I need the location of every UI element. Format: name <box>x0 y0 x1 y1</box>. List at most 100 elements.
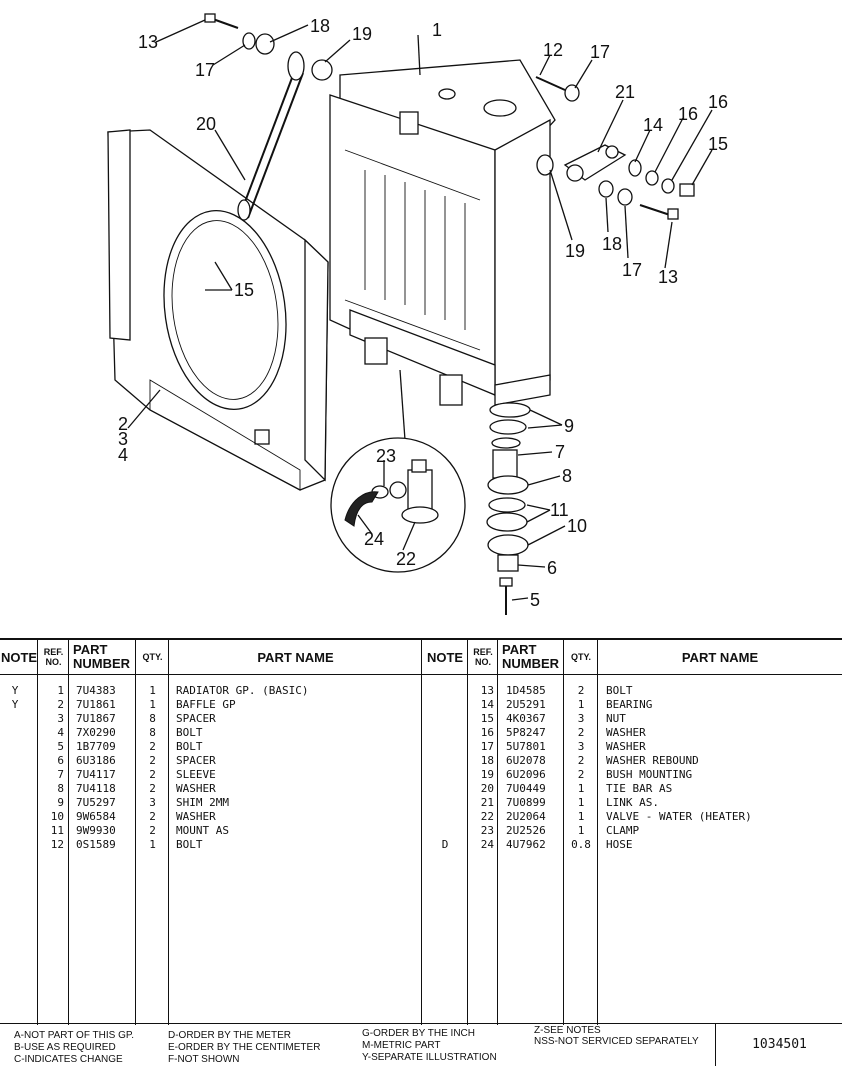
cell-qty: 1 <box>577 796 585 809</box>
top-left-hardware <box>204 13 333 81</box>
cell-part: 7U0899 <box>506 796 546 809</box>
cell-ref: 3 <box>57 712 64 725</box>
callout-14: 14 <box>643 115 663 135</box>
mount-stack <box>486 402 531 615</box>
cell-ref: 24 <box>480 838 494 851</box>
cell-name: WASHER <box>606 740 646 753</box>
callout-11: 11 <box>550 500 569 520</box>
table-header: NOTE REF. NO. PART NUMBER QTY. PART NAME… <box>0 640 842 675</box>
cell-qty: 2 <box>149 740 156 753</box>
cell-part: 7U4118 <box>76 782 116 795</box>
cell-name: SHIM 2MM <box>176 796 229 809</box>
cell-part: 7U1867 <box>76 712 116 725</box>
cell-name: LINK AS. <box>606 796 659 809</box>
cell-part: 2U2064 <box>506 810 546 823</box>
callout-13-top: 13 <box>138 32 158 52</box>
cell-ref: 23 <box>480 824 494 837</box>
header-ref-no: REF. NO. <box>43 647 64 667</box>
cell-part: 7U0449 <box>506 782 546 795</box>
cell-ref: 21 <box>480 796 494 809</box>
cell-part: 7U5297 <box>76 796 116 809</box>
cell-part: 2U2526 <box>506 824 546 837</box>
cell-qty: 8 <box>149 726 156 739</box>
cell-qty: 3 <box>577 712 585 725</box>
cell-name: BOLT <box>176 740 203 753</box>
header-part-number: PART NUMBER <box>73 642 131 671</box>
cell-qty: 1 <box>149 684 156 697</box>
cell-ref: 22 <box>480 810 494 823</box>
cell-part: 5U7801 <box>506 740 546 753</box>
header-qty: QTY. <box>142 652 163 662</box>
header-part-number-right: PART NUMBER <box>502 642 560 671</box>
cell-note: Y <box>11 684 19 697</box>
cell-name: HOSE <box>606 838 633 851</box>
cell-ref: 13 <box>480 684 494 697</box>
cell-ref: 14 <box>480 698 494 711</box>
cell-part: 7X0290 <box>76 726 116 739</box>
callout-19-top: 19 <box>352 24 372 44</box>
cell-ref: 2 <box>57 698 64 711</box>
callout-18-top: 18 <box>310 16 330 36</box>
cell-name: WASHER REBOUND <box>606 754 699 767</box>
callout-18-right: 18 <box>602 234 622 254</box>
cell-ref: 4 <box>57 726 64 739</box>
cell-name: BOLT <box>176 726 203 739</box>
legend-z: Z-SEE NOTES <box>534 1025 601 1036</box>
cell-qty: 1 <box>149 838 156 851</box>
callout-17-right-bottom: 17 <box>622 260 642 280</box>
tie-bar-illustration <box>237 51 305 221</box>
callout-4: 4 <box>118 445 128 465</box>
callout-15-baffle: 15 <box>234 280 254 300</box>
cell-qty: 1 <box>577 698 585 711</box>
cell-qty: 2 <box>149 810 156 823</box>
cell-name: BAFFLE GP <box>176 698 236 711</box>
cell-name: SLEEVE <box>176 768 216 781</box>
cell-qty: 0.8 <box>571 838 591 851</box>
cell-qty: 1 <box>149 698 156 711</box>
cell-ref: 18 <box>480 754 494 767</box>
callout-10: 10 <box>567 516 587 536</box>
cell-name: BOLT <box>176 838 203 851</box>
callout-19-right: 19 <box>565 241 585 261</box>
callout-1: 1 <box>432 20 442 40</box>
callout-2: 2 <box>118 414 128 434</box>
legend: A-NOT PART OF THIS GP. B-USE AS REQUIRED… <box>0 1023 842 1067</box>
cell-note: D <box>441 838 449 851</box>
cell-part: 5P8247 <box>506 726 546 739</box>
callout-24: 24 <box>364 529 384 549</box>
cell-part: 0S1589 <box>76 838 116 851</box>
cell-qty: 2 <box>577 768 585 781</box>
callout-21: 21 <box>615 82 635 102</box>
cell-ref: 8 <box>57 782 64 795</box>
cell-name: MOUNT AS <box>176 824 229 837</box>
cell-name: BUSH MOUNTING <box>606 768 693 781</box>
cell-part: 1D4585 <box>506 684 546 697</box>
cell-ref: 15 <box>480 712 494 725</box>
cell-qty: 2 <box>577 726 585 739</box>
callout-16-b: 16 <box>708 92 728 112</box>
legend-f: F-NOT SHOWN <box>168 1054 240 1065</box>
cell-ref: 7 <box>57 768 64 781</box>
callout-8: 8 <box>562 466 572 486</box>
callout-5: 5 <box>530 590 540 610</box>
cell-part: 2U5291 <box>506 698 546 711</box>
header-ref-no-right: REF. NO. <box>473 647 493 667</box>
cell-ref: 20 <box>480 782 494 795</box>
cell-note: Y <box>11 698 19 711</box>
cell-name: VALVE - WATER (HEATER) <box>606 810 752 823</box>
cell-part: 6U2096 <box>506 768 546 781</box>
